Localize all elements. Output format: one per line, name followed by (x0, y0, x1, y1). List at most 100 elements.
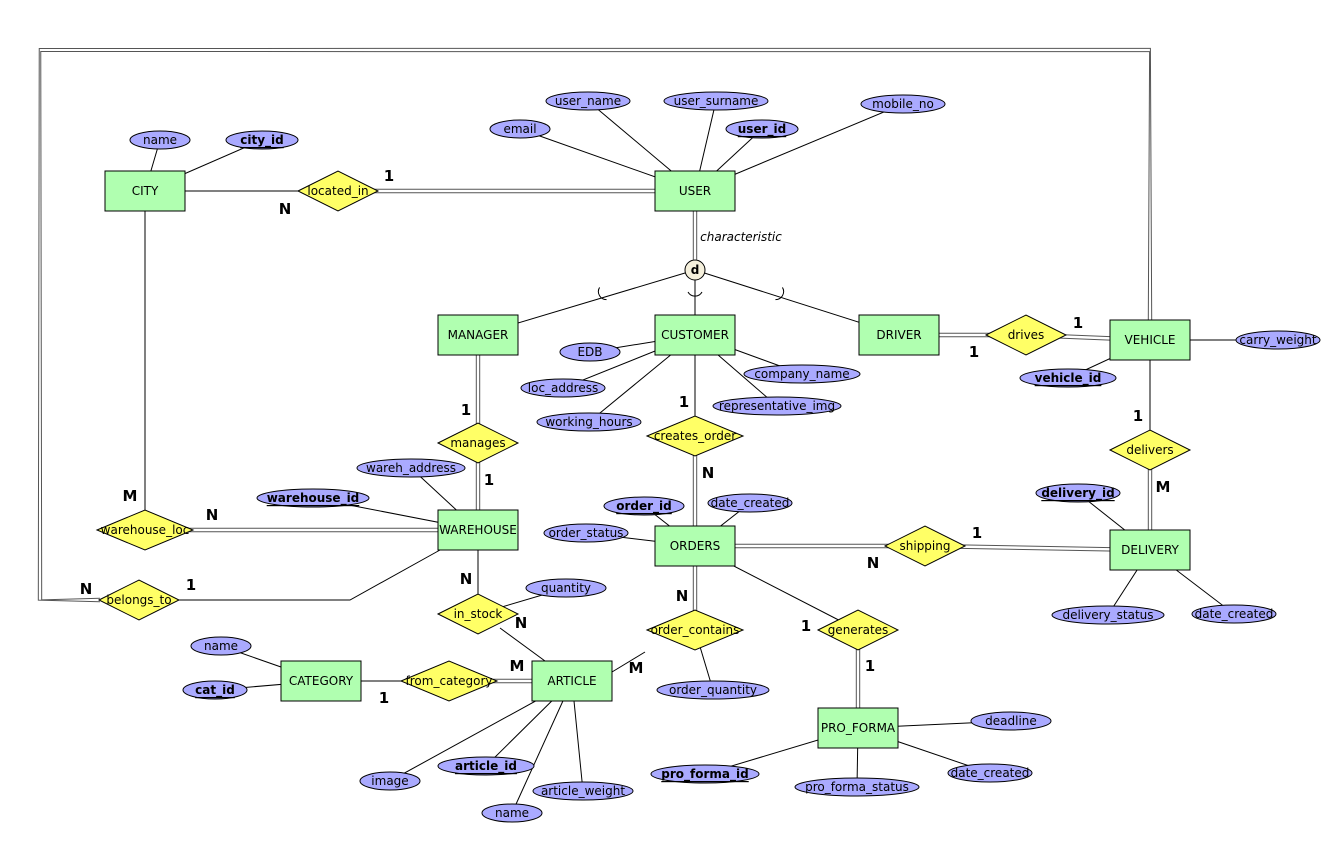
attribute-order_status[interactable]: order_status (543, 523, 629, 543)
entity-manager[interactable]: MANAGER (437, 314, 519, 356)
attribute-city_name[interactable]: name (129, 130, 191, 150)
attribute-category_name[interactable]: name (190, 636, 252, 656)
attribute-user_id[interactable]: user_id (725, 119, 799, 139)
cardinality-label: M (629, 659, 644, 677)
attribute-label: wareh_address (366, 461, 456, 475)
attribute-mobile_no[interactable]: mobile_no (860, 94, 946, 114)
entity-label: CATEGORY (289, 674, 354, 688)
entity-warehouse[interactable]: WAREHOUSE (437, 509, 519, 551)
attribute-cat_id[interactable]: cat_id (182, 680, 248, 700)
double-connector-line (40, 51, 1151, 601)
cardinality-label: M (1156, 478, 1171, 496)
cardinality-label: M (123, 487, 138, 505)
attribute-company_name[interactable]: company_name (743, 364, 861, 384)
relationship-from_category[interactable]: from_category (399, 660, 499, 702)
attribute-email[interactable]: email (489, 119, 551, 139)
relationship-creates_order[interactable]: creates_order (645, 415, 745, 457)
entity-category[interactable]: CATEGORY (280, 660, 362, 702)
attribute-label: pro_forma_status (805, 780, 909, 794)
cardinality-label: 1 (801, 617, 811, 635)
relationship-warehouse_loc[interactable]: warehouse_loc (95, 509, 195, 551)
entity-delivery[interactable]: DELIVERY (1109, 529, 1191, 571)
key-attribute-label: vehicle_id (1035, 371, 1102, 386)
relationship-label: generates (828, 623, 889, 637)
attribute-city_id[interactable]: city_id (225, 130, 299, 150)
attribute-loc_address[interactable]: loc_address (520, 378, 606, 398)
attribute-article_id[interactable]: article_id (437, 756, 535, 776)
attribute-wareh_address[interactable]: wareh_address (356, 458, 466, 478)
subset-arc-icon (597, 287, 607, 301)
relationship-label: in_stock (454, 607, 503, 621)
entity-city[interactable]: CITY (104, 170, 186, 212)
relationship-belongs_to[interactable]: belongs_to (97, 579, 181, 621)
attribute-pro_forma_id[interactable]: pro_forma_id (650, 764, 760, 784)
entity-label: CITY (132, 184, 159, 198)
attribute-orders_date_created[interactable]: date_created (707, 493, 793, 513)
entity-orders[interactable]: ORDERS (654, 525, 736, 567)
attribute-user_surname[interactable]: user_surname (663, 91, 769, 111)
attribute-label: email (503, 122, 536, 136)
relationship-in_stock[interactable]: in_stock (436, 593, 520, 635)
attribute-representative_img[interactable]: representative_img (712, 396, 842, 416)
attribute-article_name[interactable]: name (481, 803, 543, 823)
attribute-label: date_created (1195, 607, 1274, 621)
cardinality-label: 1 (679, 393, 689, 411)
connector-line (511, 680, 573, 814)
attribute-quantity[interactable]: quantity (525, 578, 607, 598)
cardinality-label: 1 (384, 167, 394, 185)
attribute-label: name (204, 639, 238, 653)
attribute-carry_weight[interactable]: carry_weight (1235, 330, 1321, 350)
diagram-shapes: CITY USER MANAGER CUSTOMER DRIVER VEHICLE WARE… (95, 91, 1321, 823)
attribute-deadline[interactable]: deadline (970, 711, 1052, 731)
relationship-located_in[interactable]: located_in (296, 170, 380, 212)
attribute-working_hours[interactable]: working_hours (536, 412, 642, 432)
cardinality-label: N (206, 506, 219, 524)
attribute-label: user_name (555, 94, 621, 108)
attribute-label: date_created (951, 766, 1030, 780)
attribute-label: carry_weight (1239, 333, 1316, 347)
attribute-image[interactable]: image (359, 771, 421, 791)
cardinality-label: 1 (461, 401, 471, 419)
entity-driver[interactable]: DRIVER (858, 314, 940, 356)
relationship-generates[interactable]: generates (816, 609, 900, 651)
attribute-edb[interactable]: EDB (559, 342, 621, 362)
entity-customer[interactable]: CUSTOMER (654, 314, 736, 356)
key-attribute-label: city_id (240, 133, 284, 148)
attribute-label: working_hours (545, 415, 632, 429)
attribute-pf_date_created[interactable]: date_created (947, 763, 1033, 783)
entity-user[interactable]: USER (654, 170, 736, 212)
relationship-shipping[interactable]: shipping (883, 525, 967, 567)
attribute-order_quantity[interactable]: order_quantity (656, 680, 770, 700)
entity-article[interactable]: ARTICLE (531, 660, 613, 702)
attribute-delivery_date_created[interactable]: date_created (1191, 604, 1277, 624)
attribute-warehouse_id[interactable]: warehouse_id (256, 488, 370, 508)
relationship-order_contains[interactable]: order_contains (645, 609, 745, 651)
key-attribute-label: cat_id (195, 683, 235, 698)
entity-label: ORDERS (670, 539, 721, 553)
cardinality-label: N (515, 614, 528, 632)
cardinality-label: N (460, 570, 473, 588)
attribute-vehicle_id[interactable]: vehicle_id (1019, 368, 1117, 388)
relationship-manages[interactable]: manages (436, 422, 520, 464)
entity-label: USER (679, 184, 711, 198)
attribute-label: user_surname (674, 94, 759, 108)
attribute-article_weight[interactable]: article_weight (532, 781, 634, 801)
relationship-label: manages (450, 436, 505, 450)
attribute-pro_forma_status[interactable]: pro_forma_status (794, 777, 920, 797)
attribute-delivery_status[interactable]: delivery_status (1051, 605, 1165, 625)
relationship-delivers[interactable]: delivers (1108, 429, 1192, 471)
attribute-order_id[interactable]: order_id (603, 496, 685, 516)
key-attribute-label: delivery_id (1041, 486, 1114, 501)
attribute-delivery_id[interactable]: delivery_id (1035, 483, 1121, 503)
disjoint-symbol: d (691, 263, 700, 277)
attribute-label: delivery_status (1062, 608, 1153, 622)
double-connector-line (37, 47, 1153, 603)
entity-vehicle[interactable]: VEHICLE (1109, 319, 1191, 361)
attribute-user_name[interactable]: user_name (545, 91, 631, 111)
relationship-drives[interactable]: drives (984, 314, 1068, 356)
entity-pro_forma[interactable]: PRO_FORMA (817, 707, 899, 749)
key-attribute-label: article_id (455, 759, 517, 774)
connector-line (139, 549, 441, 601)
relationship-label: belongs_to (106, 593, 171, 607)
